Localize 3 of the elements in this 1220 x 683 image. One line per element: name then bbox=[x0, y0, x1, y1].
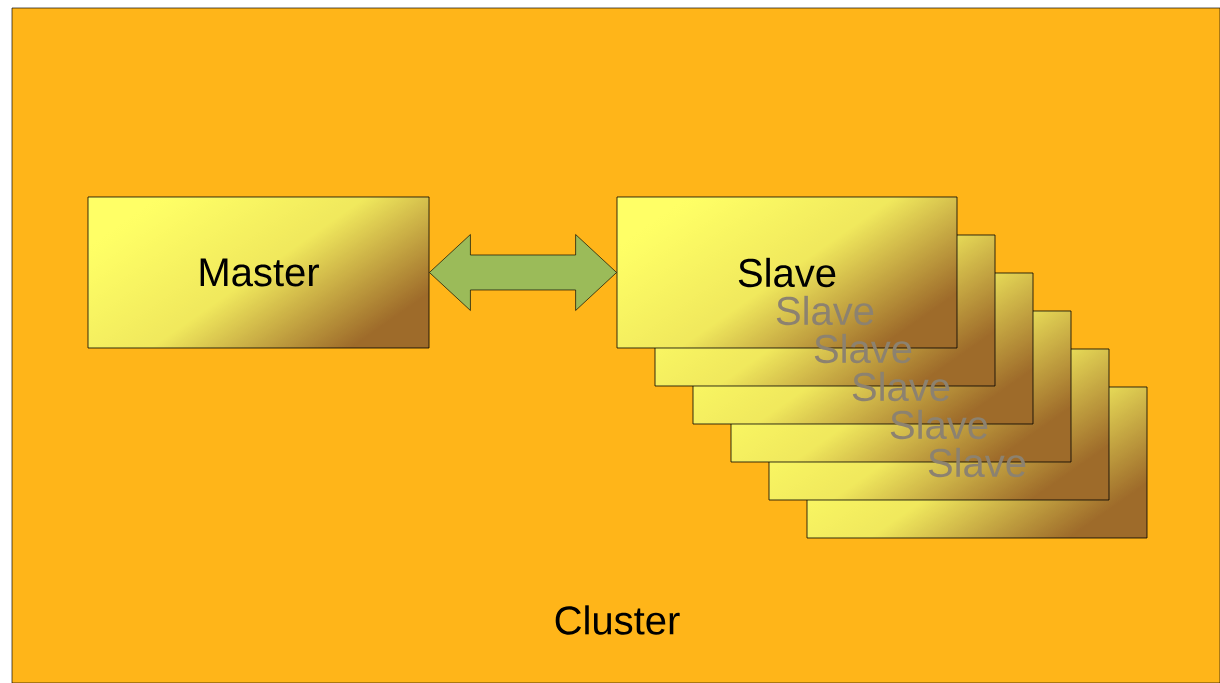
faded-label: Slave bbox=[776, 295, 874, 326]
master-box: Master bbox=[87, 196, 430, 349]
double-arrow bbox=[429, 234, 617, 311]
